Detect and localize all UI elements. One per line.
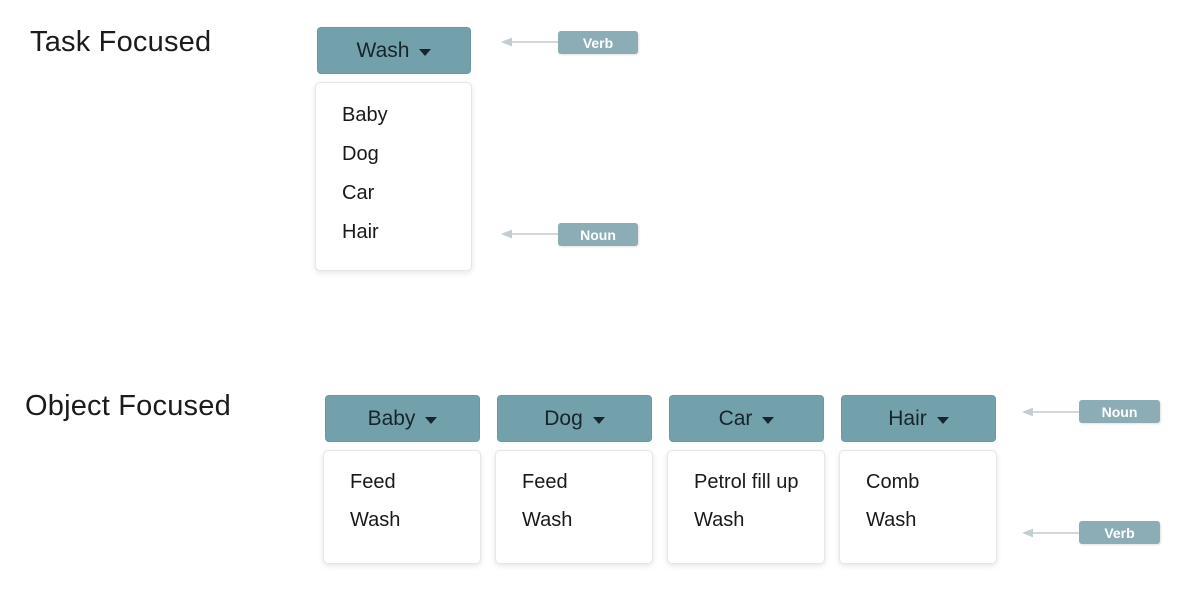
menu-item-comb[interactable]: Comb [866,471,920,493]
dropdown-menu-hair: Comb Wash [839,450,997,564]
dropdown-button-label: Car [718,406,753,430]
menu-item-dog[interactable]: Dog [342,143,379,165]
section-title-object-focused: Object Focused [25,390,231,422]
chevron-down-icon [419,48,432,56]
noun-badge-top: Noun [558,223,638,246]
menu-item-petrol-fill-up[interactable]: Petrol fill up [694,471,799,493]
menu-item-wash[interactable]: Wash [350,509,401,531]
dropdown-menu-baby: Feed Wash [323,450,481,564]
left-arrow-icon [501,229,558,239]
left-arrow-icon [1022,407,1079,417]
chevron-down-icon [762,416,775,424]
verb-badge-top: Verb [558,31,638,54]
menu-item-feed[interactable]: Feed [522,471,568,493]
chevron-down-icon [936,416,949,424]
dropdown-button-label: Wash [356,38,410,62]
dropdown-button-label: Dog [544,406,583,430]
menu-item-wash[interactable]: Wash [694,509,745,531]
dropdown-button-label: Baby [367,406,416,430]
chevron-down-icon [592,416,605,424]
dropdown-menu-car: Petrol fill up Wash [667,450,825,564]
dropdown-button-car[interactable]: Car [669,395,824,442]
chevron-down-icon [425,416,438,424]
dropdown-button-baby[interactable]: Baby [325,395,480,442]
menu-item-feed[interactable]: Feed [350,471,396,493]
menu-item-car[interactable]: Car [342,182,375,204]
left-arrow-icon [501,37,558,47]
verb-badge-bottom: Verb [1079,521,1160,544]
dropdown-button-hair[interactable]: Hair [841,395,996,442]
section-title-task-focused: Task Focused [30,26,212,58]
dropdown-button-wash[interactable]: Wash [317,27,471,74]
dropdown-button-dog[interactable]: Dog [497,395,652,442]
noun-badge-bottom: Noun [1079,400,1160,423]
dropdown-menu-dog: Feed Wash [495,450,653,564]
menu-item-hair[interactable]: Hair [342,221,379,243]
menu-item-wash[interactable]: Wash [866,509,917,531]
left-arrow-icon [1022,528,1079,538]
dropdown-button-label: Hair [888,406,927,430]
menu-item-baby[interactable]: Baby [342,104,388,126]
dropdown-menu-wash: Baby Dog Car Hair [315,82,472,271]
menu-item-wash[interactable]: Wash [522,509,573,531]
